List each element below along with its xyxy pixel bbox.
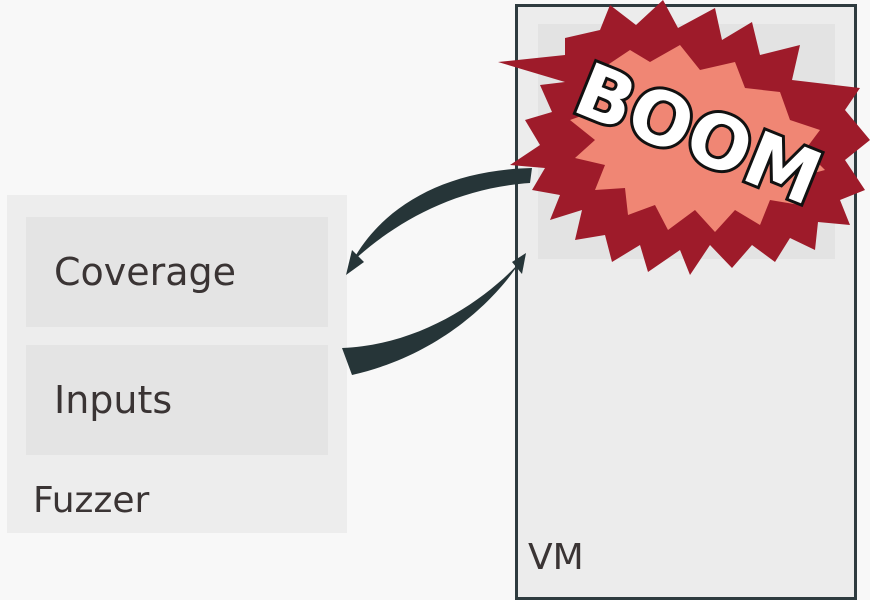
- explosion-burst-icon: [498, 0, 870, 275]
- arrow-from-inputs-icon: [342, 253, 526, 375]
- fuzzer-box: Coverage Inputs Fuzzer: [7, 195, 347, 533]
- vm-label: VM: [528, 537, 584, 578]
- coverage-box: Coverage: [26, 217, 328, 327]
- coverage-label: Coverage: [54, 250, 237, 294]
- inputs-label: Inputs: [54, 378, 173, 422]
- inputs-box: Inputs: [26, 345, 328, 455]
- diagram-overlay: BOOM: [342, 0, 870, 375]
- fuzzer-label: Fuzzer: [33, 480, 150, 521]
- arrow-to-coverage-icon: [346, 168, 532, 275]
